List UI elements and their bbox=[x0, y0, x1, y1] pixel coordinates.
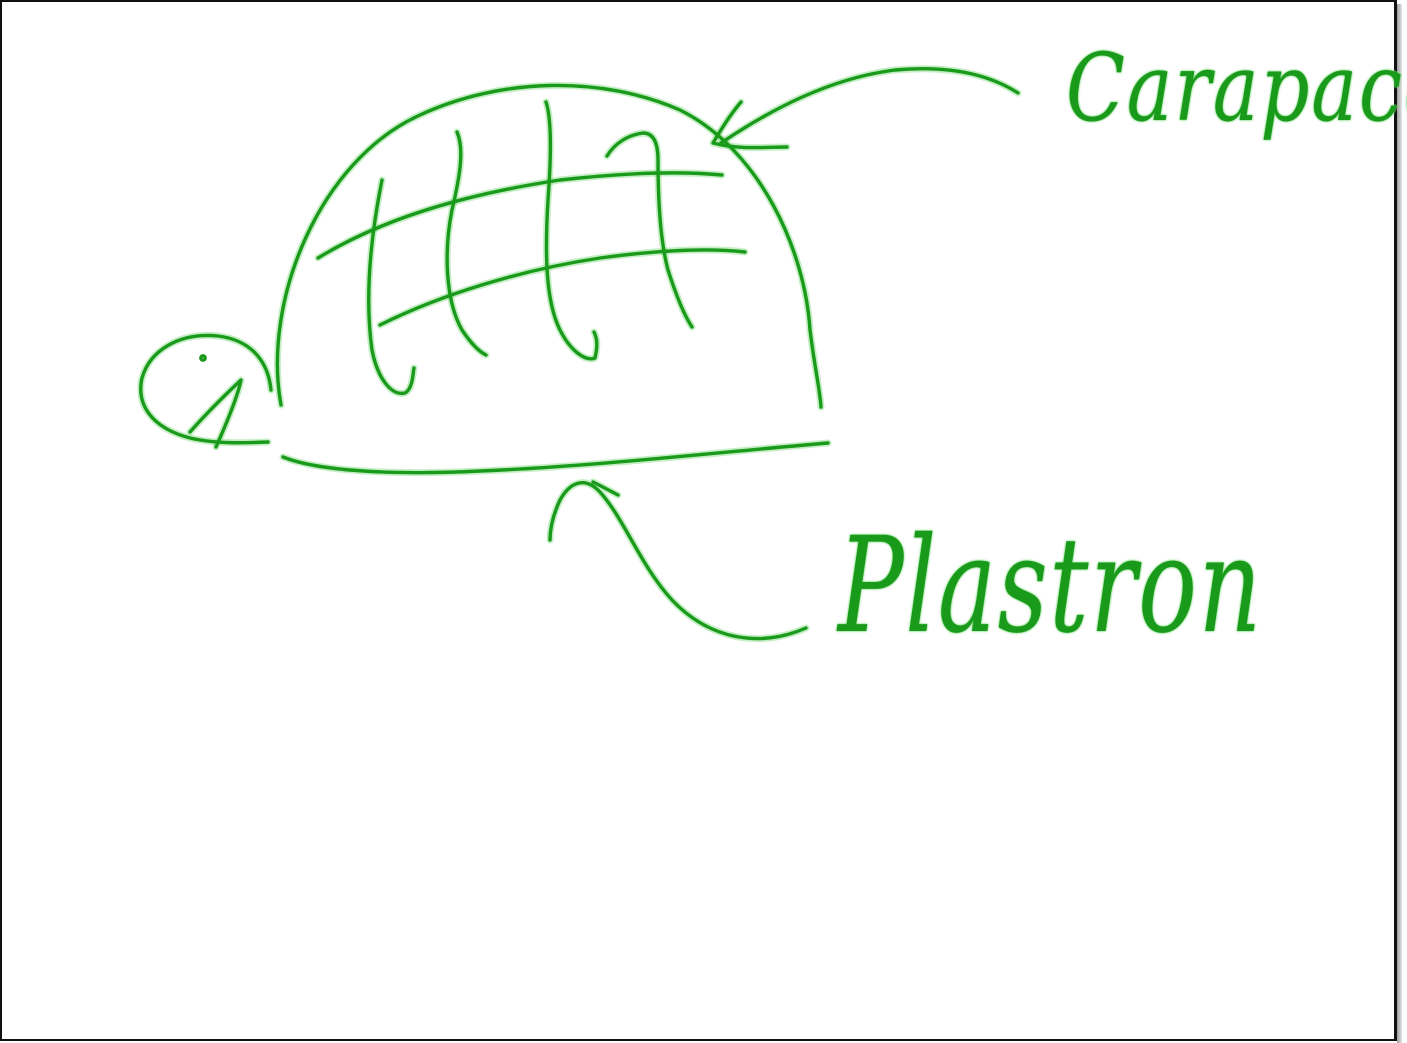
head-circle bbox=[141, 335, 271, 442]
label-carapace: Carapace bbox=[1066, 42, 1407, 136]
label-plastron: Plastron bbox=[838, 520, 1263, 652]
scute-vert-1 bbox=[369, 180, 414, 393]
scute-vert-4 bbox=[607, 133, 692, 327]
plastron-arrow-halo bbox=[550, 482, 806, 639]
scute-line-lower-halo bbox=[380, 250, 745, 325]
scute-vert-3-halo bbox=[546, 102, 597, 359]
plastron-arrow bbox=[550, 482, 806, 639]
carapace-arrow-shaft-halo bbox=[721, 69, 1018, 143]
eye-dot bbox=[201, 356, 205, 360]
scute-vert-2-halo bbox=[447, 132, 486, 355]
carapace-arrow-shaft bbox=[721, 69, 1018, 143]
scute-vert-2 bbox=[447, 132, 486, 355]
